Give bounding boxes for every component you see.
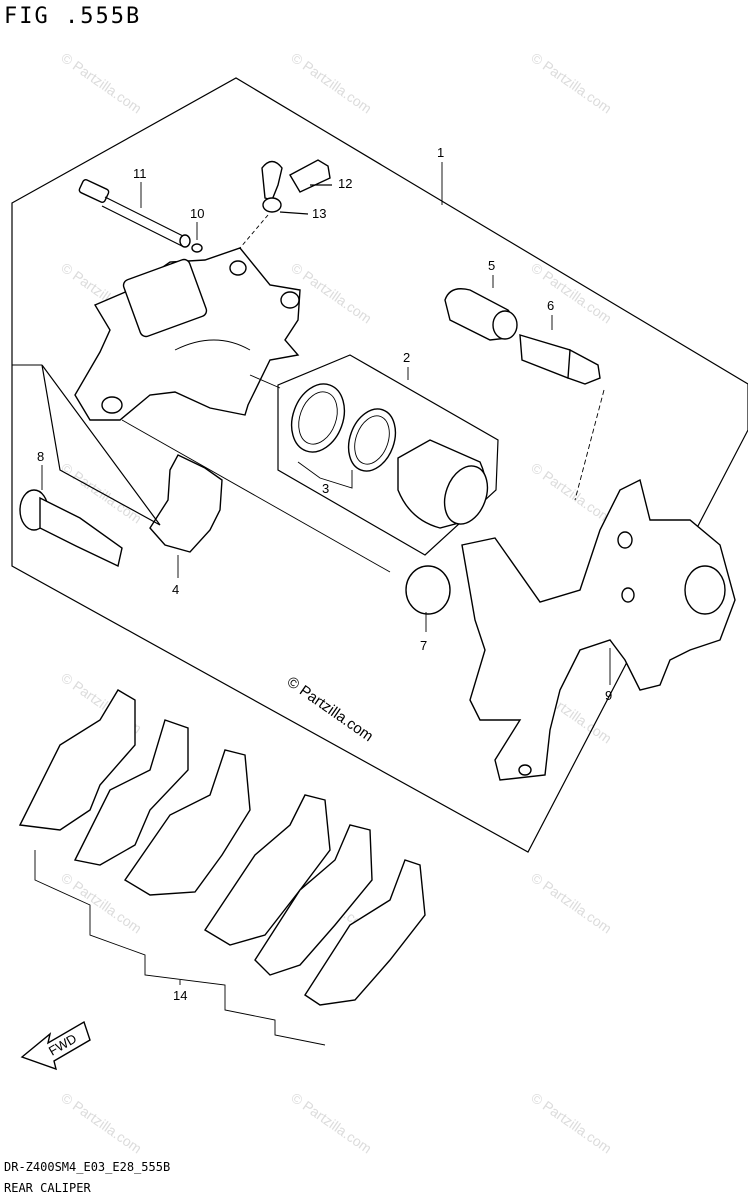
watermark-text: © Partzilla.com [528,49,614,116]
leader-line [121,419,391,573]
callout-9: 9 [605,688,612,703]
callout-8: 8 [37,449,44,464]
callouts: 1 2 3 4 5 6 7 8 9 10 11 12 13 14 [37,145,612,1003]
forward-direction-arrow: FWD [20,1020,91,1071]
part-2-3-piston-seals [277,354,499,556]
watermark-text: © Partzilla.com [528,1089,614,1156]
part-12-13-bleeder [239,159,332,249]
watermark-text: © Partzilla.com [288,1089,374,1156]
main-watermark: © Partzilla.com [284,673,377,745]
caliper-body [74,247,301,421]
part-7-boot [405,565,451,615]
assembly-boundary [11,77,748,853]
figure-title: FIG .555B [4,4,142,29]
callout-6: 6 [547,298,554,313]
figure-code: DR-Z400SM4_E03_E28_555B [4,1160,171,1174]
callout-12: 12 [338,176,352,191]
callout-7: 7 [420,638,427,653]
part-14-brake-pads [18,689,426,1046]
watermark-text: © Partzilla.com [288,49,374,116]
callout-11: 11 [133,166,147,181]
callout-1: 1 [437,145,444,160]
callout-13: 13 [312,206,326,221]
watermark-text: © Partzilla.com [528,259,614,326]
callout-14: 14 [173,988,187,1003]
watermark-text: © Partzilla.com [528,459,614,526]
callout-5: 5 [488,258,495,273]
part-10-washer [191,243,203,253]
part-5-6-bolts [444,288,601,385]
part-8-pin [12,364,161,568]
callout-10: 10 [190,206,204,221]
part-9-bracket [461,478,736,781]
leader-line [249,374,281,389]
leader-line [574,389,605,501]
part-4-pad-spring [149,454,223,553]
watermark-text: © Partzilla.com [288,259,374,326]
callout-4: 4 [172,582,179,597]
watermark-text: © Partzilla.com [528,869,614,936]
part-11-pin [78,179,191,248]
figure-name: REAR CALIPER [4,1181,91,1195]
callout-2: 2 [403,350,410,365]
watermark-text: © Partzilla.com [58,1089,144,1156]
callout-3: 3 [322,481,329,496]
watermark-text: © Partzilla.com [58,49,144,116]
